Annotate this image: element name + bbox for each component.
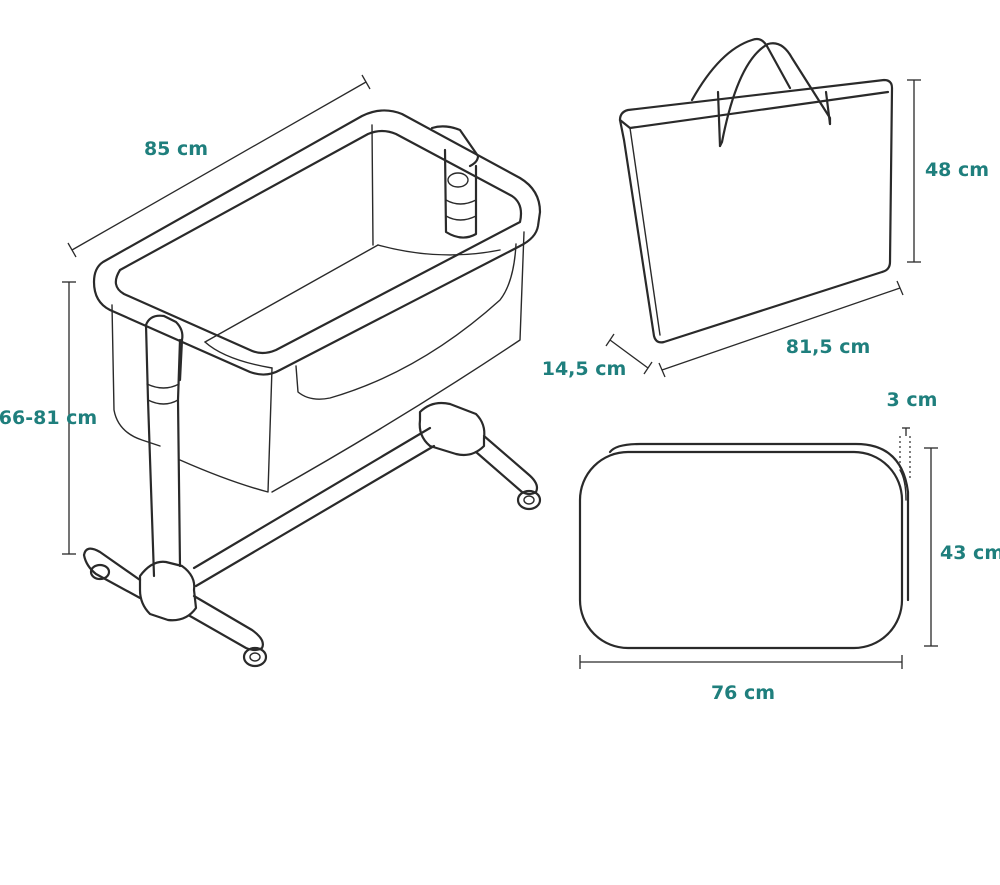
mattress-length-dimension: 76 cm [579,655,903,704]
crib-length-dimension: 85 cm [67,74,371,258]
bag-height-dimension: 48 cm [907,79,989,263]
crib-height-label: 66-81 cm [0,407,97,429]
bag-length-dimension: 81,5 cm [658,280,904,378]
crib-length-label: 85 cm [144,138,208,160]
mattress-width-label: 43 cm [940,542,1000,564]
bag-depth-label: 14,5 cm [542,358,627,380]
mattress-length-label: 76 cm [711,682,775,704]
mattress-thickness-label: 3 cm [887,389,938,411]
crib-height-dimension: 66-81 cm [0,281,97,555]
bag-length-label: 81,5 cm [786,336,871,358]
bag-height-label: 48 cm [925,159,989,181]
mattress-drawing [578,442,910,650]
mattress-width-dimension: 43 cm [924,447,1000,647]
mattress-thickness-dimension: 3 cm [887,389,938,480]
carry-bag-drawing [618,37,894,344]
bag-depth-dimension: 14,5 cm [542,333,653,380]
bedside-crib-drawing [82,109,542,668]
